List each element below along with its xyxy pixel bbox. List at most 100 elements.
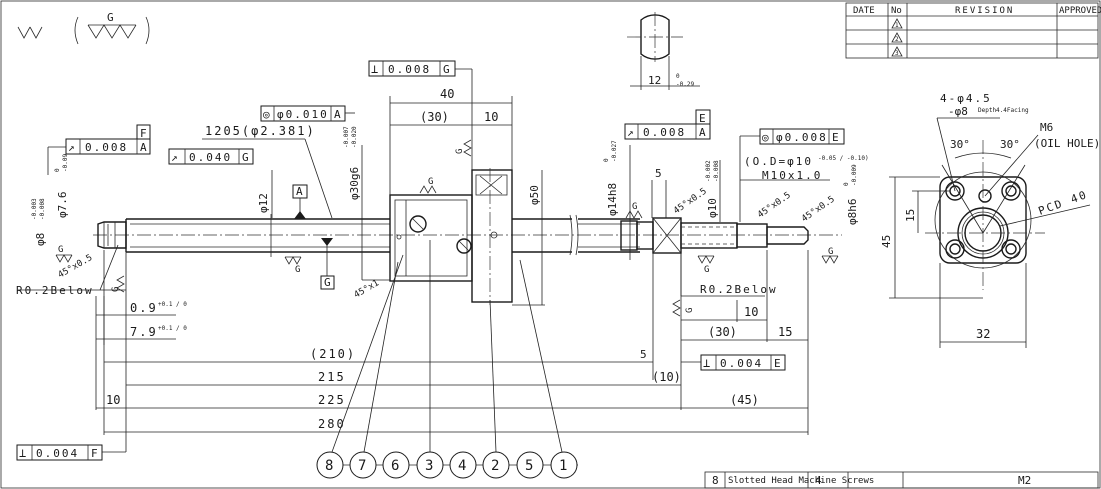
- fcf-conc-a-value: φ0.010: [277, 108, 329, 121]
- dim-5-top: 5: [655, 167, 662, 180]
- dim-chamfer-left: 45°x0.5: [57, 253, 95, 281]
- fcf-runout-a-left: ↗ 0.008 A F: [47, 124, 151, 175]
- balloon-7: 7: [358, 458, 366, 474]
- rev-header-no: No: [891, 6, 902, 16]
- flange-angle-left: 30°: [950, 138, 970, 151]
- fcf-tot-runout-g-symbol: ↗: [171, 151, 178, 164]
- fcf-perp-e: ⊥ 0.004 E: [700, 354, 786, 371]
- dim-phi8h6-lo: -0.009: [851, 164, 858, 186]
- dim-phi30g6-up: -0.007: [343, 126, 350, 148]
- part-balloons: 8 7 6 3 4 2 5 1: [316, 240, 578, 479]
- dim-7-9-tol: +0.1 / 0: [158, 325, 187, 332]
- dim-od-tol: -0.05 / -0.10): [818, 155, 869, 162]
- dim-chamfer-a: 45°x0.5: [672, 187, 709, 217]
- fcf-perp-f-value: 0.004: [36, 447, 79, 460]
- balloon-1: 1: [559, 458, 567, 474]
- dim-phi8-left-lo: -0.008: [39, 198, 46, 220]
- parts-list-qty: 4: [815, 474, 822, 487]
- datum-f-label: F: [140, 127, 147, 140]
- balloon-6: 6: [391, 458, 399, 474]
- fcf-tot-runout-g-value: 0.040: [189, 151, 232, 164]
- dim-phi8-left-up: -0.003: [31, 198, 38, 220]
- fcf-perp-f-symbol: ⊥: [19, 446, 26, 460]
- balloon-4: 4: [458, 458, 466, 474]
- dim-phi30g6-lo: -0.020: [351, 126, 358, 148]
- dim-r02-right: R0.2Below: [700, 283, 778, 296]
- fcf-perp-f: ⊥ 0.004 F: [16, 444, 126, 461]
- dim-5-bottom: 5: [640, 348, 647, 361]
- surface-symbol-grind: [87, 24, 137, 39]
- grind-g-3: G: [428, 177, 433, 187]
- rev-header-revision: REVISION: [955, 6, 1014, 16]
- grind-g-5: G: [632, 202, 637, 212]
- grind-g-9: G: [685, 308, 695, 313]
- dim-m10: M10x1.0: [762, 169, 822, 182]
- flange-cbore-note: Depth4.4Facing: [978, 107, 1029, 114]
- surface-grind-label: G: [107, 11, 114, 24]
- rev-row-2: 2: [895, 36, 899, 43]
- fcf-perp-e-value: 0.004: [720, 357, 763, 370]
- rev-row-3: 3: [895, 50, 899, 57]
- dim-phi10-lo: -0.008: [713, 160, 720, 182]
- fcf-tot-runout-g: ↗ 0.040 G: [168, 148, 254, 165]
- fcf-perp-f-datum: F: [91, 447, 98, 460]
- datum-markers: A G: [292, 184, 335, 290]
- dim-0-9-tol: +0.1 / 0: [158, 301, 187, 308]
- fcf-perp-g-symbol: ⊥: [371, 62, 378, 76]
- grind-g-1: G: [58, 245, 63, 255]
- dim-phi12: φ12: [257, 193, 270, 213]
- dim-10-left: 10: [106, 393, 120, 407]
- grind-g-2: G: [295, 265, 300, 275]
- fcf-conc-a-datum: A: [334, 108, 341, 121]
- grind-g-7: G: [828, 247, 833, 257]
- dim-12-top: 12: [648, 74, 661, 87]
- flange-holes-label: 4-φ4.5: [940, 92, 992, 105]
- flange-dim-15: 15: [904, 209, 917, 222]
- dim-12-top-lo: -0.29: [676, 81, 694, 88]
- balloon-3: 3: [425, 458, 433, 474]
- flange-oil-hole-label: (OIL HOLE): [1034, 137, 1100, 150]
- dim-225: 225: [318, 393, 346, 407]
- dim-30-paren: (30): [420, 110, 449, 124]
- fcf-conc-a-symbol: ◎: [263, 108, 270, 121]
- dim-phi8h6-up: 0: [843, 182, 850, 186]
- dim-7-9: 7.9: [130, 325, 158, 339]
- datum-e-label: E: [699, 112, 706, 125]
- parts-list-spec: M2: [1018, 474, 1031, 487]
- dim-12-top-up: 0: [676, 73, 680, 80]
- fcf-runout-a-right-value: 0.008: [643, 126, 686, 139]
- dim-0-9: 0.9: [130, 301, 158, 315]
- fcf-runout-a-left-symbol: ↗: [68, 141, 75, 154]
- parts-list-no: 8: [712, 474, 719, 487]
- datum-a-box: A: [296, 185, 303, 198]
- dim-30-right: (30): [708, 325, 737, 339]
- fcf-perp-e-datum: E: [774, 357, 781, 370]
- dimension-lines: [18, 96, 830, 452]
- fcf-conc-a: ◎ φ0.010 A: [260, 105, 355, 122]
- ball-screw-shaft: [97, 214, 809, 257]
- fcf-runout-a-right-datum: A: [699, 126, 706, 139]
- shaft-section-view: 12 0 -0.29: [627, 12, 700, 90]
- dim-phi14h8: φ14h8: [606, 183, 619, 216]
- dim-phi8-left: φ8: [34, 233, 47, 246]
- fcf-runout-a-left-value: 0.008: [85, 141, 128, 154]
- fcf-tot-runout-g-datum: G: [242, 151, 249, 164]
- fcf-runout-a-right-symbol: ↗: [627, 126, 634, 139]
- fcf-conc-e-datum: E: [832, 131, 839, 144]
- fcf-perp-g: ⊥ 0.008 G: [368, 60, 473, 100]
- dim-phi14h8-up: 0: [603, 158, 610, 162]
- dim-chamfer-c: 45°x0.5: [800, 195, 837, 225]
- dim-od: (O.D=φ10: [744, 155, 813, 168]
- rev-header-approved: APPROVED: [1059, 6, 1101, 16]
- dim-10-right: 10: [744, 305, 758, 319]
- flange-pcd-label: PCD 40: [1037, 188, 1090, 218]
- dim-chamfer-b: 45°x0.5: [756, 191, 793, 221]
- dim-phi10-up: -0.002: [705, 160, 712, 182]
- fcf-perp-g-value: 0.008: [388, 63, 431, 76]
- dim-phi30g6: φ30g6: [348, 167, 361, 200]
- paren-left: [74, 16, 79, 45]
- dim-10-paren: (10): [652, 370, 681, 384]
- parts-list: 8 Slotted Head Machine Screws 4 M2: [704, 471, 1099, 489]
- dim-lead: 1205(φ2.381): [205, 124, 316, 138]
